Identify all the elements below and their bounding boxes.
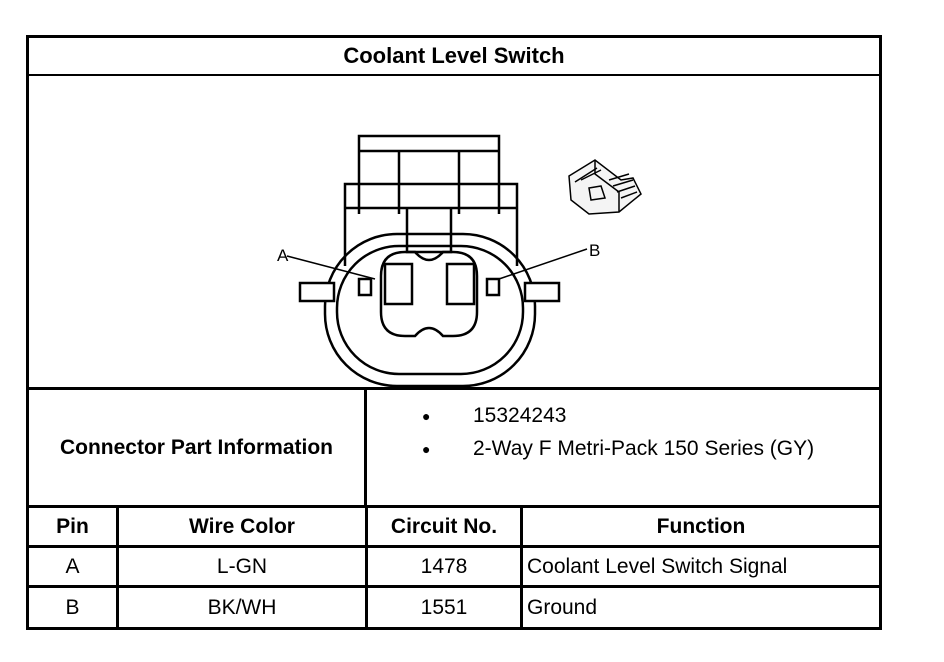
connector-type: 2-Way F Metri-Pack 150 Series (GY) (473, 437, 815, 460)
connector-part-info-section: Connector Part Information ● 15324243 ● … (29, 390, 879, 508)
pinout-table: Pin Wire Color Circuit No. Function A L-… (29, 508, 879, 627)
table-header-function: Function (656, 514, 746, 538)
connector-part-info-label: Connector Part Information (29, 390, 367, 505)
table-row-divider (29, 545, 879, 548)
connector-diagram-panel: A B (29, 76, 879, 390)
pin-a-callout: A (277, 246, 289, 265)
table-cell-circuit: 1478 (420, 554, 468, 578)
connector-right-nub (485, 277, 501, 297)
connector-latch-tab (397, 151, 461, 214)
pin-b-cavity (445, 262, 476, 306)
table-cell-pin: B (65, 595, 80, 619)
connector-inner-housing (335, 244, 525, 376)
table-header-pin: Pin (56, 514, 89, 538)
connector-upper-body (343, 182, 519, 266)
table-cell-pin: A (65, 554, 80, 578)
connector-outer-housing (323, 232, 537, 388)
connector-3d-icon (568, 159, 642, 215)
connector-left-nub (357, 277, 373, 297)
connector-pinout-frame: Coolant Level Switch (26, 35, 882, 630)
bullet-icon: ● (422, 441, 431, 457)
table-cell-function: Ground (527, 595, 598, 619)
table-header-circuit: Circuit No. (390, 514, 498, 538)
table-col-divider (365, 508, 368, 627)
table-cell-wire-color: BK/WH (207, 595, 277, 619)
table-row-divider (29, 585, 879, 588)
connector-part-info-list: ● 15324243 ● 2-Way F Metri-Pack 150 Seri… (367, 390, 879, 505)
table-cell-circuit: 1551 (420, 595, 468, 619)
connector-cavity-outline (379, 250, 479, 338)
connector-right-tab (523, 281, 561, 303)
pin-a-leader (286, 255, 376, 280)
part-number: 15324243 (473, 404, 567, 427)
table-cell-wire-color: L-GN (216, 554, 268, 578)
table-header-wire-color: Wire Color (189, 514, 295, 538)
connector-latch-outline (357, 134, 501, 214)
connector-left-tab (298, 281, 336, 303)
diagram-title: Coolant Level Switch (29, 38, 879, 76)
table-col-divider (520, 508, 523, 627)
pin-a-cavity (383, 262, 414, 306)
bullet-icon: ● (422, 408, 431, 424)
table-col-divider (116, 508, 119, 627)
part-info-item: ● 2-Way F Metri-Pack 150 Series (GY) (367, 434, 879, 464)
pin-b-leader (498, 248, 588, 280)
connector-lock-window (405, 208, 453, 254)
connector-face-diagram: A B (277, 134, 642, 388)
part-info-item: ● 15324243 (367, 401, 879, 431)
table-cell-function: Coolant Level Switch Signal (527, 554, 788, 578)
pin-b-callout: B (589, 241, 600, 260)
